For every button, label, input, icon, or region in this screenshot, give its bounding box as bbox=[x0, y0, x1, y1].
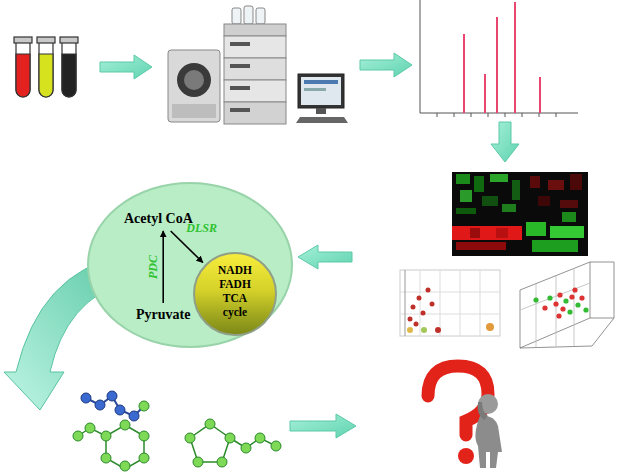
metabolite-label: Pyruvate bbox=[134, 306, 192, 324]
molecule-structures bbox=[73, 391, 281, 471]
node-text: NADH FADH TCA cycle bbox=[218, 263, 252, 319]
flow-arrow bbox=[491, 122, 519, 162]
scatter-plot bbox=[400, 270, 500, 336]
sample-tubes bbox=[14, 37, 78, 97]
tca-cycle-circle: NADH FADH TCA cycle bbox=[193, 252, 277, 336]
node-text: Acetyl CoA bbox=[124, 211, 193, 227]
3d-scatter-points bbox=[533, 287, 588, 318]
lcms-instrument bbox=[168, 6, 348, 124]
3d-scatter-plot bbox=[520, 262, 614, 348]
cell-outline bbox=[88, 183, 292, 347]
metabolite-label: Acetyl CoA bbox=[122, 210, 195, 228]
flow-arrow bbox=[100, 55, 152, 79]
node-text: Pyruvate bbox=[136, 307, 190, 323]
question-figure bbox=[428, 366, 502, 468]
flow-arrow bbox=[360, 53, 412, 77]
flow-arrow bbox=[298, 245, 352, 269]
flow-arrow bbox=[290, 414, 356, 438]
reaction-arrow bbox=[162, 231, 164, 303]
reaction-arrow bbox=[171, 231, 203, 263]
enzyme-label: DLSR bbox=[186, 221, 217, 236]
mass-spectrum bbox=[420, 0, 578, 117]
heatmap bbox=[452, 172, 588, 256]
enzyme-label: PDC bbox=[146, 255, 161, 279]
